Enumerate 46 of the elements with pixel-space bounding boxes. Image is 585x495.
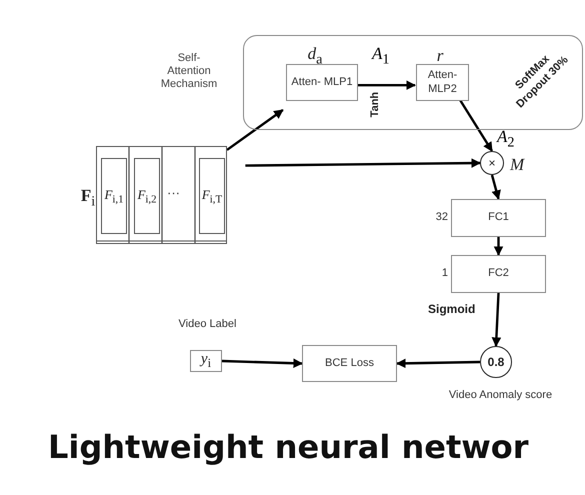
arrow xyxy=(357,80,416,90)
node-label: FC2 xyxy=(488,267,509,281)
circle-node xyxy=(480,346,512,378)
process-box xyxy=(190,350,222,372)
node-caption: d$_{a}$ xyxy=(306,44,324,68)
node-label: 0.8 xyxy=(488,354,504,370)
arrow xyxy=(226,109,284,151)
process-box xyxy=(286,64,358,101)
arrow xyxy=(492,292,502,347)
arrow xyxy=(222,358,303,368)
node-label: F$_{i,T}$ xyxy=(202,186,222,206)
node-label: Atten- MLP1 xyxy=(291,76,353,90)
circle-node xyxy=(480,151,504,175)
arrow xyxy=(490,174,501,200)
arrow xyxy=(459,99,494,152)
node-label: × xyxy=(488,156,496,170)
node-caption: M xyxy=(510,155,526,175)
process-box xyxy=(302,345,397,382)
process-box xyxy=(451,255,546,293)
node-caption: r xyxy=(436,46,444,66)
process-box xyxy=(451,199,546,237)
node-caption: 1 xyxy=(440,267,448,280)
node-label: FC1 xyxy=(488,211,509,225)
node-caption: Video Label xyxy=(178,318,238,332)
node-label: Self- Attention Mechanism xyxy=(160,52,218,92)
arrow xyxy=(396,358,480,368)
node-label: F$_{i,2}$ xyxy=(137,186,157,206)
feature-box xyxy=(199,158,225,234)
node-caption: F$_{i}$ xyxy=(80,186,96,210)
node-label: ··· xyxy=(167,185,180,200)
edge-label: A$_{1}$ xyxy=(372,44,390,68)
edge-label: Sigmoid xyxy=(428,302,476,316)
node-label: F$_{i,1}$ xyxy=(104,186,124,206)
feature-box xyxy=(101,158,127,234)
node-caption: 32 xyxy=(434,211,448,224)
arrow xyxy=(245,158,481,168)
edge-label: A$_{2}$ xyxy=(497,127,514,152)
node-caption: Video Anomaly score xyxy=(448,389,554,402)
annotation-text: Tanh xyxy=(369,92,382,118)
title: Lightweight neural networ xyxy=(48,428,529,466)
node-label: y$_{i}$ xyxy=(200,351,212,371)
node-label: Atten- MLP2 xyxy=(426,69,458,96)
feature-box xyxy=(134,158,160,234)
arrow xyxy=(494,237,504,256)
process-box xyxy=(416,64,469,101)
node-label: BCE Loss xyxy=(325,356,374,370)
